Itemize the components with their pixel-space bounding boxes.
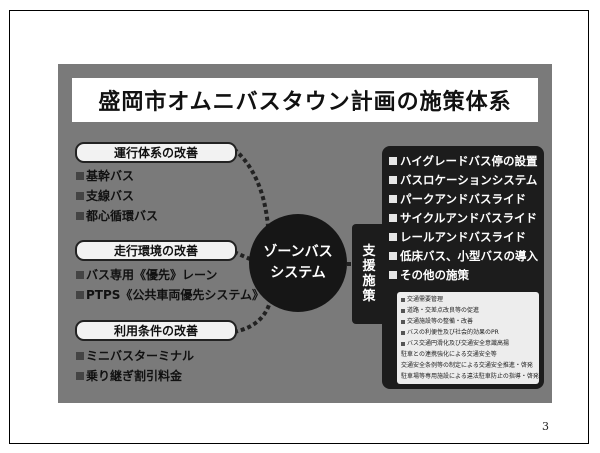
bullet-square-icon <box>401 330 405 335</box>
support-measures-tab: 支 援 施 策 <box>352 224 386 324</box>
item-trunk-bus: 基幹バス <box>76 167 134 184</box>
category-operation-label: 運行体系の改善 <box>113 146 198 160</box>
support-item-label: パークアンドバスライド <box>400 192 527 206</box>
other-measure-item: バスの利便性及び社会的効果のPR <box>401 329 499 336</box>
support-item: バスロケーションシステム <box>389 172 537 188</box>
support-item-label: レールアンドバスライド <box>400 230 527 244</box>
item-trunk-bus-label: 基幹バス <box>86 169 135 183</box>
other-measure-item: バス交通円滑化及び交通安全意識高揚 <box>401 340 509 347</box>
bullet-square-icon <box>389 214 397 222</box>
support-item-label: ハイグレードバス停の設置 <box>400 154 538 168</box>
bullet-square-icon <box>76 191 84 200</box>
other-measure-item: 交通安全条例等の制定による交通安全推進・啓発 <box>401 362 533 369</box>
bullet-square-icon <box>389 176 397 184</box>
bullet-square-icon <box>389 233 397 241</box>
support-item-label: 低床バス、小型バスの導入 <box>400 249 538 263</box>
category-operation: 運行体系の改善 <box>75 142 237 163</box>
bullet-square-icon <box>76 270 84 279</box>
center-line1: ゾーンバス <box>263 244 333 260</box>
bullet-square-icon <box>401 319 405 324</box>
category-road-environment-label: 走行環境の改善 <box>113 244 198 258</box>
support-tab-char: 援 <box>362 259 376 274</box>
slide-title: 盛岡市オムニバスタウン計画の施策体系 <box>98 90 512 115</box>
support-item: その他の施策 <box>389 267 469 283</box>
item-branch-bus-label: 支線バス <box>86 189 135 203</box>
item-bus-lane: バス専用《優先》レーン <box>76 266 217 283</box>
item-loop-bus: 都心循環バス <box>76 207 158 224</box>
item-ptps: PTPS《公共車両優先システム》 <box>76 286 264 303</box>
support-item-label: バスロケーションシステム <box>400 173 538 187</box>
other-measure-label: 駐車との連携強化による交通安全等 <box>401 351 497 358</box>
item-mini-terminal-label: ミニバスターミナル <box>86 349 195 363</box>
item-bus-lane-label: バス専用《優先》レーン <box>86 268 218 282</box>
support-item: 低床バス、小型バスの導入 <box>389 248 538 264</box>
support-tab-char: 施 <box>362 274 376 289</box>
other-measure-item: 交通需要管理 <box>401 296 443 303</box>
support-item: サイクルアンドバスライド <box>389 210 537 226</box>
page-number: 3 <box>542 420 549 433</box>
support-tab-char: 支 <box>362 244 376 259</box>
zone-bus-system-circle: ゾーンバス システム <box>249 214 347 312</box>
item-branch-bus: 支線バス <box>76 187 134 204</box>
item-ptps-label: PTPS《公共車両優先システム》 <box>86 288 265 302</box>
bullet-square-icon <box>76 371 84 380</box>
other-measure-label: 交通需要管理 <box>407 296 444 303</box>
bullet-square-icon <box>401 297 405 302</box>
bullet-square-icon <box>389 157 397 165</box>
slide-photo: 盛岡市オムニバスタウン計画の施策体系 運行体系の改善 基幹バス 支線バス 都心循… <box>58 64 552 403</box>
bullet-square-icon <box>389 195 397 203</box>
other-measure-label: 交通安全条例等の制定による交通安全推進・啓発 <box>401 362 533 369</box>
bullet-square-icon <box>401 341 405 346</box>
other-measure-label: 道路・交差点改良等の促進 <box>407 307 480 314</box>
bullet-square-icon <box>76 290 84 299</box>
bullet-square-icon <box>76 211 84 220</box>
support-item: ハイグレードバス停の設置 <box>389 153 538 169</box>
category-usage-conditions-label: 利用条件の改善 <box>113 324 198 338</box>
connector-bottom <box>233 301 272 334</box>
bullet-square-icon <box>389 271 397 279</box>
connector-top <box>232 147 270 227</box>
bullet-square-icon <box>76 351 84 360</box>
slide-frame: 盛岡市オムニバスタウン計画の施策体系 運行体系の改善 基幹バス 支線バス 都心循… <box>9 10 589 444</box>
category-usage-conditions: 利用条件の改善 <box>75 320 237 341</box>
item-transfer-discount: 乗り継ぎ割引料金 <box>76 367 182 384</box>
support-tab-char: 策 <box>362 289 376 304</box>
bullet-square-icon <box>76 171 84 180</box>
other-measure-item: 道路・交差点改良等の促進 <box>401 307 479 314</box>
support-item-label: サイクルアンドバスライド <box>400 211 537 225</box>
other-measure-item: 駐車との連携強化による交通安全等 <box>401 351 497 358</box>
center-line2: システム <box>270 265 326 281</box>
other-measure-label: バス交通円滑化及び交通安全意識高揚 <box>407 340 510 347</box>
title-band: 盛岡市オムニバスタウン計画の施策体系 <box>72 78 538 122</box>
other-measure-label: 交通施設等の整備・改善 <box>407 318 474 325</box>
support-item-label: その他の施策 <box>400 268 469 282</box>
item-loop-bus-label: 都心循環バス <box>86 209 159 223</box>
category-road-environment: 走行環境の改善 <box>75 240 237 261</box>
other-measure-item: 駐車場等専用施設による違法駐車防止の指導・啓発 <box>401 373 539 380</box>
support-item: レールアンドバスライド <box>389 229 526 245</box>
other-measures-box <box>397 292 539 384</box>
item-mini-terminal: ミニバスターミナル <box>76 347 194 364</box>
bullet-square-icon <box>389 252 397 260</box>
other-measure-label: 駐車場等専用施設による違法駐車防止の指導・啓発 <box>401 373 539 380</box>
other-measure-label: バスの利便性及び社会的効果のPR <box>407 329 499 336</box>
bullet-square-icon <box>401 308 405 313</box>
other-measure-item: 交通施設等の整備・改善 <box>401 318 473 325</box>
support-item: パークアンドバスライド <box>389 191 526 207</box>
item-transfer-discount-label: 乗り継ぎ割引料金 <box>86 369 183 383</box>
